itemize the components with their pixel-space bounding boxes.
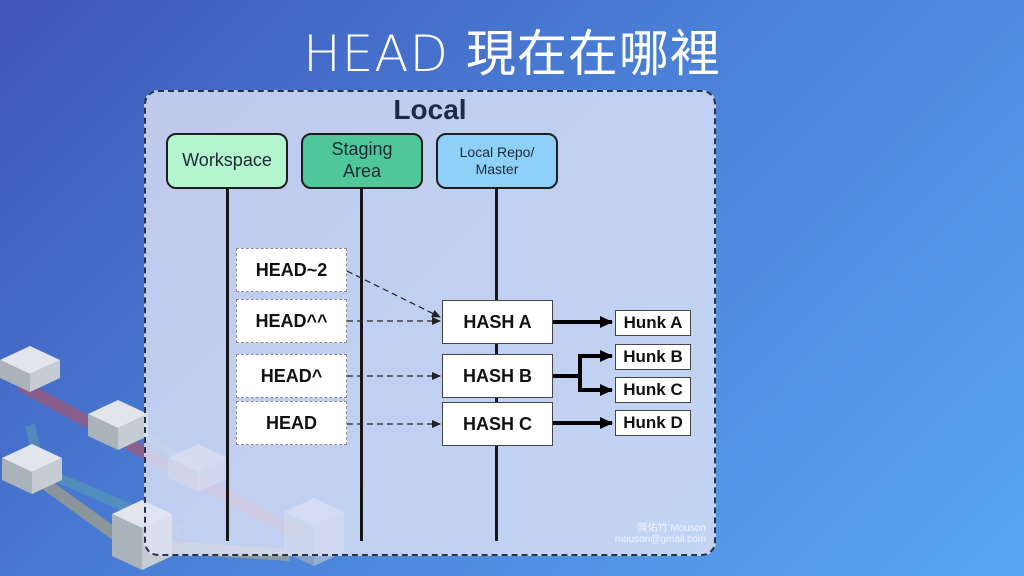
stack-3 bbox=[2, 444, 62, 494]
staging-lane-header: Staging Area bbox=[301, 133, 423, 189]
hunk-c-box: Hunk C bbox=[615, 377, 691, 403]
repo-lane-header: Local Repo/ Master bbox=[436, 133, 558, 189]
workspace-lane-header: Workspace bbox=[166, 133, 288, 189]
workspace-lifeline bbox=[226, 187, 229, 541]
hash-a-box: HASH A bbox=[442, 300, 553, 344]
credit-email: mouson@gmail.com bbox=[614, 534, 706, 545]
hash-b-box: HASH B bbox=[442, 354, 553, 398]
slide-title: HEAD 現在在哪裡 bbox=[303, 25, 721, 83]
hunk-b-box: Hunk B bbox=[615, 344, 691, 370]
ref-head-tilde-2: HEAD~2 bbox=[236, 248, 347, 292]
stack-2 bbox=[88, 400, 148, 450]
hunk-a-box: Hunk A bbox=[615, 310, 691, 336]
panel-title: Local bbox=[393, 94, 467, 125]
hash-c-box: HASH C bbox=[442, 402, 553, 446]
hunk-d-box: Hunk D bbox=[615, 410, 691, 436]
staging-lifeline bbox=[360, 187, 363, 541]
stack-1 bbox=[0, 346, 60, 392]
ref-head-caret-caret: HEAD^^ bbox=[236, 299, 347, 343]
ref-head-caret: HEAD^ bbox=[236, 354, 347, 398]
credit-name: 陳佑竹 Mouson bbox=[637, 523, 706, 534]
ref-head: HEAD bbox=[236, 401, 347, 445]
